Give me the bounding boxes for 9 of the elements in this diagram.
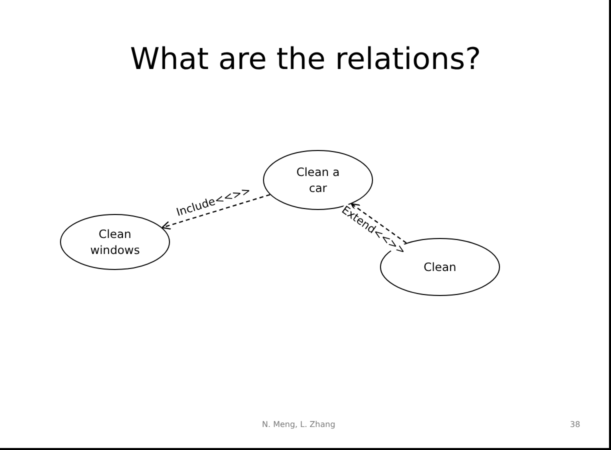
dashed-arrow [350,203,407,244]
author-footer: N. Meng, L. Zhang [262,420,336,429]
use-case-name: Clean [422,259,458,275]
page-number: 38 [570,420,580,429]
slide-title: What are the relations? [128,42,482,77]
use-case-name: Clean windows [89,226,141,258]
dashed-arrow [162,194,270,230]
use-case-name: Clean a car [295,164,341,196]
use-case-ellipse [60,214,170,270]
